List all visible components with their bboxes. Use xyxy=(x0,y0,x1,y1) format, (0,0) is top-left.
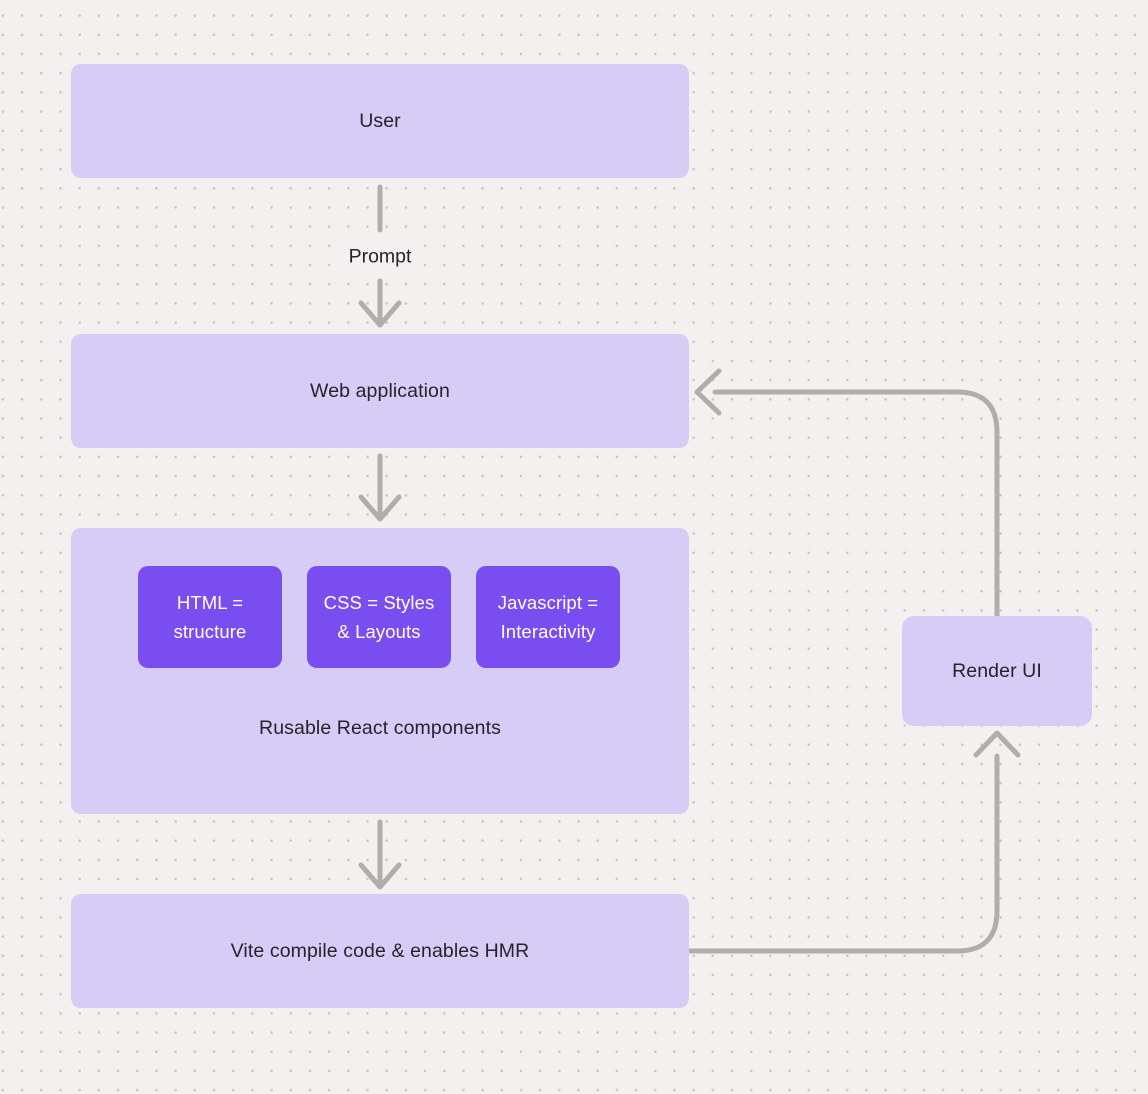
node-user-label: User xyxy=(359,109,401,132)
node-html-label: HTML = structure xyxy=(173,592,247,642)
node-css: CSS = Styles & Layouts xyxy=(307,566,451,668)
arrow-renderui-to-webapp xyxy=(694,368,1000,619)
node-web-application-label: Web application xyxy=(310,379,450,402)
node-render-ui-label: Render UI xyxy=(952,659,1042,682)
node-react-components-group: HTML = structure CSS = Styles & Layouts … xyxy=(71,528,689,814)
node-user: User xyxy=(71,64,689,178)
node-web-application: Web application xyxy=(71,334,689,448)
arrow-user-to-webapp xyxy=(358,184,402,328)
node-vite-label: Vite compile code & enables HMR xyxy=(230,939,530,962)
arrow-webapp-to-components xyxy=(358,453,402,522)
node-html: HTML = structure xyxy=(138,566,282,668)
arrow-vite-to-renderui xyxy=(686,730,1021,954)
node-javascript-label: Javascript = Interactivity xyxy=(497,592,599,642)
node-css-label: CSS = Styles & Layouts xyxy=(323,592,435,642)
arrow-components-to-vite xyxy=(358,819,402,890)
node-react-components-caption: Rusable React components xyxy=(259,717,501,739)
node-render-ui: Render UI xyxy=(902,616,1092,726)
node-vite: Vite compile code & enables HMR xyxy=(71,894,689,1008)
edge-label-prompt: Prompt xyxy=(340,243,420,271)
node-javascript: Javascript = Interactivity xyxy=(476,566,620,668)
